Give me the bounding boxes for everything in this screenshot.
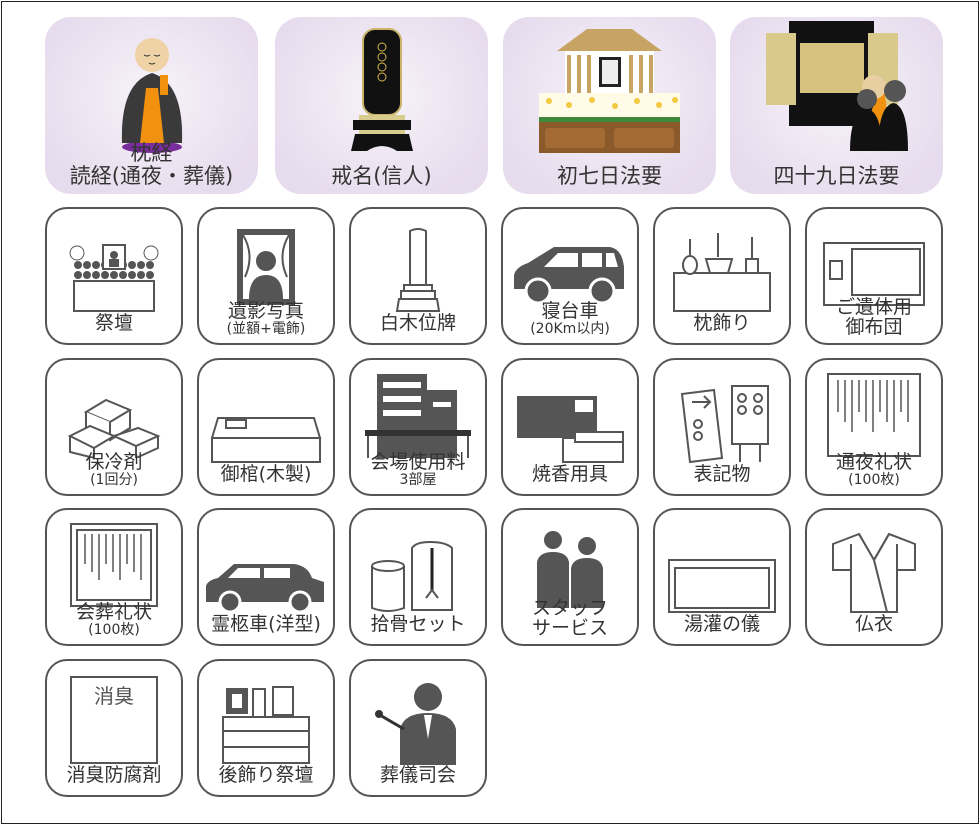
label-line2: サービス <box>531 617 608 639</box>
altar-photo-icon <box>503 23 716 153</box>
label: 霊柩車(洋型) <box>211 613 321 635</box>
label: スタッフ <box>531 597 608 619</box>
mc-icon <box>351 675 485 765</box>
item-card[interactable]: 白木位牌 <box>349 207 487 345</box>
label-sub: (並額+電飾) <box>226 321 306 337</box>
coffin-icon <box>199 374 333 464</box>
label-sub: (1回分) <box>90 472 138 488</box>
featured-shijukunichi[interactable]: 四十九日法要 <box>730 17 943 194</box>
label: 枕飾り <box>693 312 751 334</box>
hearse-icon <box>199 524 333 614</box>
featured-shonanoka[interactable]: 初七日法要 <box>503 17 716 194</box>
label: 表記物 <box>693 463 751 485</box>
label: 通夜礼状 <box>835 451 912 473</box>
item-card[interactable]: 葬儀司会 <box>349 659 487 797</box>
monk-icon <box>45 23 258 153</box>
label: ご遺体用 <box>835 296 912 318</box>
label: 戒名(信人) <box>331 164 432 188</box>
item-card[interactable]: 湯灌の儀 <box>653 508 791 646</box>
item-card[interactable]: 拾骨セット <box>349 508 487 646</box>
item-card[interactable]: 御棺(木製) <box>197 358 335 496</box>
item-card[interactable]: 会葬礼状(100枚) <box>45 508 183 646</box>
label-sub: (100枚) <box>848 472 900 488</box>
label: 焼香用具 <box>531 463 608 485</box>
item-card[interactable]: 焼香用具 <box>501 358 639 496</box>
deodorant-icon-text: 消臭 <box>94 684 134 708</box>
label: 四十九日法要 <box>773 164 900 188</box>
item-card[interactable]: 遺影写真(並額+電飾) <box>197 207 335 345</box>
featured-kaimyo[interactable]: 戒名(信人) <box>275 17 488 194</box>
altar-icon <box>47 223 181 313</box>
item-card[interactable]: ご遺体用御布団 <box>805 207 943 345</box>
van-icon <box>503 217 637 307</box>
label: 仏衣 <box>854 613 893 635</box>
pillow-altar-icon <box>655 223 789 313</box>
buddhist-altar-icon <box>730 21 943 153</box>
bathtub-icon <box>655 524 789 614</box>
label: 消臭防腐剤 <box>66 764 162 786</box>
item-card[interactable]: 後飾り祭壇 <box>197 659 335 797</box>
wood-tablet-icon <box>351 223 485 313</box>
item-card[interactable]: 通夜礼状(100枚) <box>805 358 943 496</box>
kimono-icon <box>807 524 941 614</box>
label: 寝台車 <box>541 300 599 322</box>
label: 後飾り祭壇 <box>218 764 314 786</box>
item-card[interactable]: 消臭消臭防腐剤 <box>45 659 183 797</box>
staff-icon <box>503 518 637 608</box>
item-card[interactable]: 寝台車(20Km以内) <box>501 207 639 345</box>
label: 白木位牌 <box>379 312 456 334</box>
featured-makuragyo[interactable]: 枕経読経(通夜・葬儀) <box>45 17 258 194</box>
label: 遺影写真 <box>227 300 304 322</box>
urn-set-icon <box>351 524 485 614</box>
hall-icon <box>351 368 485 458</box>
portrait-icon <box>199 217 333 307</box>
label: 会場使用料 <box>370 451 466 473</box>
ice-pack-icon <box>47 368 181 458</box>
after-altar-icon <box>199 675 333 765</box>
signboard-icon <box>655 374 789 464</box>
memorial-tablet-icon <box>275 23 488 153</box>
deodorant-icon: 消臭 <box>47 675 181 765</box>
label: 湯灌の儀 <box>683 613 760 635</box>
label-sub: (20Km以内) <box>530 321 610 337</box>
item-card[interactable]: 祭壇 <box>45 207 183 345</box>
label: 枕経 <box>130 141 173 165</box>
label-sub: 3部屋 <box>399 472 437 488</box>
item-card[interactable]: 霊柩車(洋型) <box>197 508 335 646</box>
label-line2: 御布団 <box>845 316 903 338</box>
funeral-letter-icon <box>47 518 181 608</box>
label: 葬儀司会 <box>379 764 456 786</box>
label-sub: (100枚) <box>88 622 140 638</box>
label: 保冷剤 <box>85 451 143 473</box>
label: 拾骨セット <box>370 613 466 635</box>
item-card[interactable]: 表記物 <box>653 358 791 496</box>
label: 祭壇 <box>94 312 133 334</box>
label: 初七日法要 <box>557 164 662 188</box>
item-card[interactable]: 枕飾り <box>653 207 791 345</box>
item-card[interactable]: 保冷剤(1回分) <box>45 358 183 496</box>
item-card[interactable]: スタッフサービス <box>501 508 639 646</box>
label: 御棺(木製) <box>220 463 312 485</box>
wake-letter-icon <box>807 368 941 458</box>
item-card[interactable]: 仏衣 <box>805 508 943 646</box>
label-sub: 読経(通夜・葬儀) <box>69 164 234 188</box>
label: 会葬礼状 <box>75 601 152 623</box>
incense-set-icon <box>503 374 637 464</box>
futon-icon <box>807 217 941 307</box>
